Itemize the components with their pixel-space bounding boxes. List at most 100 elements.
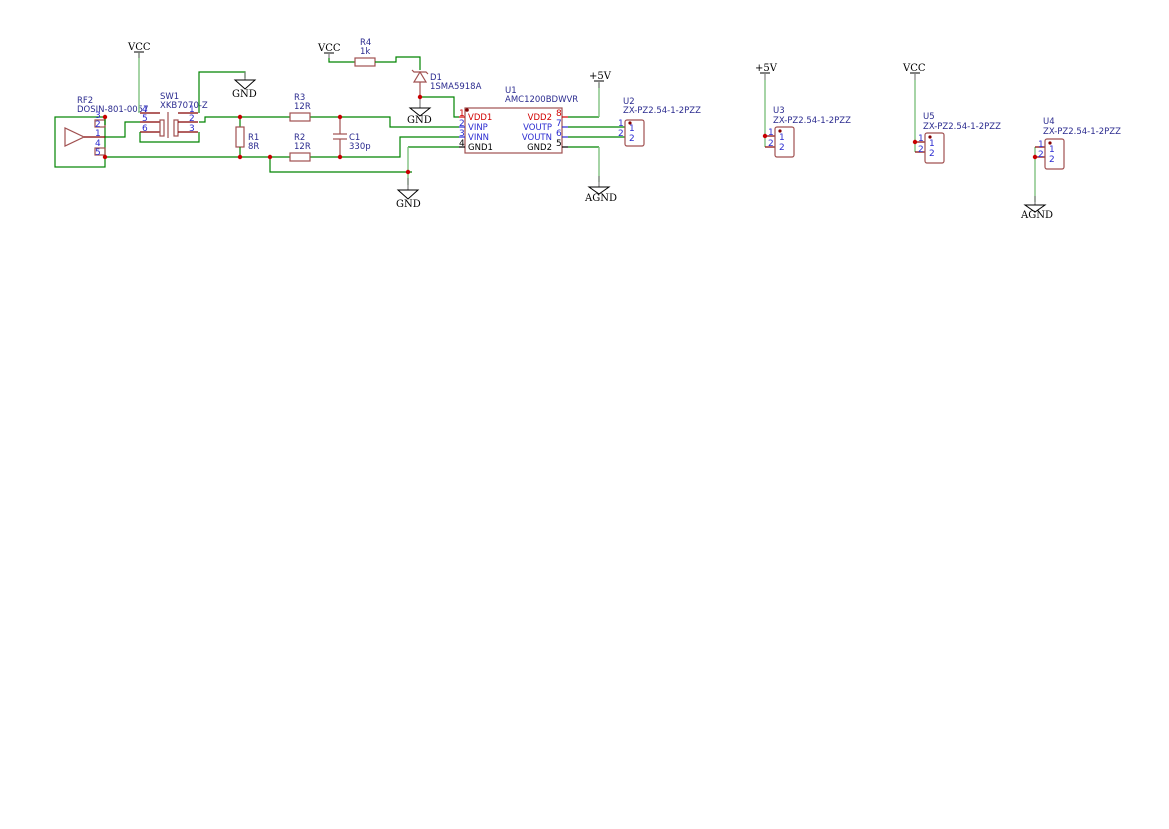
u4-value: ZX-PZ2.54-1-2PZZ	[1043, 127, 1121, 137]
sw1-component[interactable]: SW1 XKB7070-Z 4 5 6 1 2 3	[140, 92, 208, 138]
svg-text:VCC: VCC	[127, 42, 151, 53]
r1-value: 8R	[248, 142, 259, 152]
d1-zener-diode[interactable]: D1 1SMA5918A	[411, 69, 482, 97]
svg-text:GND2: GND2	[527, 143, 552, 153]
r4-value: 1k	[360, 47, 370, 57]
d1-value: 1SMA5918A	[430, 82, 482, 92]
r3-resistor[interactable]: R3 12R	[289, 93, 311, 122]
svg-text:7: 7	[556, 119, 562, 129]
svg-text:4: 4	[142, 105, 148, 115]
svg-text:VINP: VINP	[468, 123, 488, 133]
u2-ref: U2	[623, 97, 635, 107]
r1-ref: R1	[248, 133, 259, 143]
sw1-value: XKB7070-Z	[160, 101, 208, 111]
junction-dot	[762, 133, 768, 139]
svg-text:4: 4	[459, 139, 465, 149]
d1-ref: D1	[430, 73, 442, 83]
junction-dot	[237, 154, 243, 160]
svg-text:2: 2	[1038, 150, 1044, 160]
u3-value: ZX-PZ2.54-1-2PZZ	[773, 116, 851, 126]
agnd-power-symbol: AGND	[584, 176, 617, 204]
gnd-power-symbol: GND	[232, 72, 257, 100]
svg-text:VCC: VCC	[902, 63, 926, 74]
svg-text:VINN: VINN	[468, 133, 489, 143]
svg-text:2: 2	[95, 120, 101, 130]
svg-text:2: 2	[768, 139, 774, 149]
svg-text:3: 3	[189, 124, 195, 134]
svg-text:2: 2	[459, 119, 465, 129]
r2-ref: R2	[294, 133, 305, 143]
svg-text:1: 1	[459, 109, 465, 119]
u3-connector[interactable]: U3 ZX-PZ2.54-1-2PZZ 1 2 1 2	[768, 106, 851, 158]
svg-text:AGND: AGND	[584, 193, 617, 204]
svg-text:1: 1	[189, 105, 195, 115]
svg-text:1: 1	[929, 139, 935, 149]
c1-capacitor[interactable]: C1 330p	[333, 117, 371, 157]
svg-text:1: 1	[768, 128, 774, 138]
svg-text:2: 2	[618, 129, 624, 139]
rf2-loop-wire	[54, 116, 106, 168]
svg-text:+5V: +5V	[755, 63, 778, 74]
svg-text:5: 5	[556, 139, 562, 149]
u1-isolation-amplifier[interactable]: U1 AMC1200BDWVR 1 2 3 4 VDD1 VINP VINN G…	[459, 86, 578, 154]
junction-dot	[337, 154, 343, 160]
plus5v-power-symbol: +5V	[755, 63, 778, 80]
c1-ref: C1	[349, 133, 360, 143]
svg-text:1: 1	[95, 129, 101, 139]
gnd-power-symbol: GND	[407, 97, 432, 126]
u4-ref: U4	[1043, 117, 1055, 127]
junction-dot	[912, 139, 918, 145]
svg-text:3: 3	[459, 129, 465, 139]
svg-text:1: 1	[629, 124, 635, 134]
r2-value: 12R	[294, 142, 311, 152]
u5-ref: U5	[923, 112, 935, 122]
junction-dot	[237, 114, 243, 120]
rf2-component[interactable]: RF2 DOSIN-801-0057 3 2 1 4 5	[54, 96, 149, 168]
u5-value: ZX-PZ2.54-1-2PZZ	[923, 122, 1001, 132]
svg-text:3: 3	[95, 111, 101, 121]
rf2-ref: RF2	[77, 96, 93, 106]
svg-text:GND: GND	[396, 199, 421, 210]
u1-ref: U1	[505, 86, 517, 96]
u2-connector[interactable]: U2 ZX-PZ2.54-1-2PZZ 1 2 1 2	[618, 97, 701, 147]
r3-ref: R3	[294, 93, 305, 103]
junction-dot	[405, 169, 411, 175]
svg-text:5: 5	[142, 114, 148, 124]
c1-value: 330p	[349, 142, 371, 152]
svg-text:VOUTN: VOUTN	[522, 133, 552, 143]
svg-text:GND1: GND1	[468, 143, 493, 153]
svg-text:2: 2	[1049, 155, 1055, 165]
r1-resistor[interactable]: R1 8R	[235, 117, 259, 157]
svg-text:1: 1	[779, 133, 785, 143]
u4-connector[interactable]: U4 ZX-PZ2.54-1-2PZZ 1 2 1 2	[1038, 117, 1121, 170]
svg-text:6: 6	[556, 129, 562, 139]
wire	[420, 96, 459, 118]
svg-text:VDD1: VDD1	[468, 113, 492, 123]
junction-dot	[267, 154, 273, 160]
svg-text:1: 1	[1049, 145, 1055, 155]
svg-text:1: 1	[918, 134, 924, 144]
wires-left	[104, 52, 459, 185]
svg-text:2: 2	[779, 143, 785, 153]
svg-text:+5V: +5V	[589, 71, 612, 82]
u3-ref: U3	[773, 106, 785, 116]
vcc-power-symbol: VCC	[902, 63, 926, 80]
wire	[375, 56, 421, 70]
svg-text:GND: GND	[407, 115, 432, 126]
vcc-power-symbol: VCC	[317, 43, 341, 58]
junctions	[102, 94, 1038, 175]
r4-resistor[interactable]: R4 1k	[354, 38, 376, 67]
junction-dot	[337, 114, 343, 120]
r2-resistor[interactable]: R2 12R	[289, 133, 311, 162]
vcc-power-symbol: VCC	[127, 42, 151, 58]
rf2-triangle-symbol	[64, 127, 86, 147]
svg-text:1: 1	[1038, 140, 1044, 150]
u2-value: ZX-PZ2.54-1-2PZZ	[623, 106, 701, 116]
svg-text:2: 2	[918, 145, 924, 155]
u5-connector[interactable]: U5 ZX-PZ2.54-1-2PZZ 1 2 1 2	[918, 112, 1001, 164]
plus5v-power-symbol: +5V	[589, 71, 612, 88]
svg-text:6: 6	[142, 124, 148, 134]
sw1-ref: SW1	[160, 92, 179, 102]
junction-dot	[102, 154, 108, 160]
